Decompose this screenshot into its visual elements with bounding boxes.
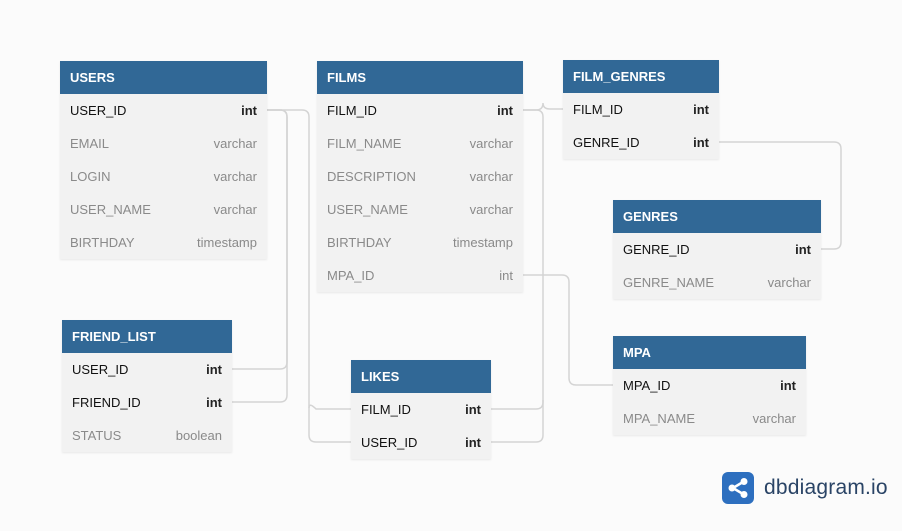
column-row[interactable]: USER_NAME varchar (317, 193, 523, 226)
column-name: USER_ID (70, 103, 127, 118)
column-row[interactable]: EMAIL varchar (60, 127, 267, 160)
column-name: GENRE_NAME (623, 275, 715, 290)
column-row[interactable]: GENRE_NAME varchar (613, 266, 821, 299)
column-row[interactable]: BIRTHDAY timestamp (60, 226, 267, 259)
column-name: FRIEND_ID (72, 395, 141, 410)
column-row[interactable]: STATUS boolean (62, 419, 232, 452)
column-row[interactable]: BIRTHDAY timestamp (317, 226, 523, 259)
table-header[interactable]: FRIEND_LIST (62, 320, 232, 353)
brand-name: dbdiagram.io (764, 476, 888, 499)
column-name: BIRTHDAY (327, 235, 392, 250)
table-header[interactable]: GENRES (613, 200, 821, 233)
column-type: varchar (213, 202, 257, 217)
column-name: FILM_NAME (327, 136, 402, 151)
column-type: varchar (752, 411, 796, 426)
table-header[interactable]: MPA (613, 336, 806, 369)
column-type: boolean (175, 428, 222, 443)
column-name: USER_ID (72, 362, 129, 377)
column-row[interactable]: GENRE_ID int (563, 126, 719, 159)
column-type: varchar (213, 169, 257, 184)
column-type: int (241, 103, 257, 118)
column-type: int (465, 435, 481, 450)
link-films-likes (491, 109, 544, 410)
column-type: int (206, 395, 222, 410)
column-name: FILM_ID (573, 102, 623, 117)
column-row[interactable]: FRIEND_ID int (62, 386, 232, 419)
column-type: varchar (213, 136, 257, 151)
column-row[interactable]: MPA_ID int (317, 259, 523, 292)
column-type: int (693, 135, 709, 150)
table-header[interactable]: FILMS (317, 61, 523, 94)
column-type: int (795, 242, 811, 257)
column-name: DESCRIPTION (327, 169, 416, 184)
link-films-likes-2 (491, 400, 544, 443)
column-row[interactable]: DESCRIPTION varchar (317, 160, 523, 193)
column-name: MPA_ID (623, 378, 671, 393)
column-row[interactable]: MPA_ID int (613, 369, 806, 402)
link-films-likes-filmid (308, 404, 351, 410)
table-header[interactable]: FILM_GENRES (563, 60, 719, 93)
column-name: LOGIN (70, 169, 111, 184)
column-name: FILM_ID (361, 402, 411, 417)
column-name: USER_NAME (70, 202, 151, 217)
column-row[interactable]: LOGIN varchar (60, 160, 267, 193)
link-films-mpa (523, 274, 613, 386)
table-genres[interactable]: GENRES GENRE_ID int GENRE_NAME varchar (613, 200, 821, 299)
column-type: int (465, 402, 481, 417)
column-type: varchar (469, 136, 513, 151)
column-name: USER_NAME (327, 202, 408, 217)
column-name: GENRE_ID (573, 135, 640, 150)
column-name: STATUS (72, 428, 122, 443)
column-row[interactable]: FILM_NAME varchar (317, 127, 523, 160)
column-type: int (780, 378, 796, 393)
column-name: EMAIL (70, 136, 110, 151)
column-type: int (497, 103, 513, 118)
column-name: FILM_ID (327, 103, 377, 118)
column-type: varchar (767, 275, 811, 290)
column-type: int (693, 102, 709, 117)
column-type: varchar (469, 202, 513, 217)
dbdiagram-logo-icon (722, 472, 754, 504)
column-row[interactable]: USER_ID int (60, 94, 267, 127)
link-films-filmgenres (523, 102, 563, 111)
column-row[interactable]: USER_ID int (351, 426, 491, 459)
column-type: int (499, 268, 513, 283)
column-row[interactable]: USER_NAME varchar (60, 193, 267, 226)
link-filmgenres-genres (719, 141, 842, 250)
table-header[interactable]: USERS (60, 61, 267, 94)
column-name: BIRTHDAY (70, 235, 135, 250)
table-mpa[interactable]: MPA MPA_ID int MPA_NAME varchar (613, 336, 806, 435)
column-row[interactable]: FILM_ID int (351, 393, 491, 426)
column-row[interactable]: MPA_NAME varchar (613, 402, 806, 435)
column-row[interactable]: FILM_ID int (317, 94, 523, 127)
table-users[interactable]: USERS USER_ID int EMAIL varchar LOGIN varch… (60, 61, 267, 259)
brand-logo[interactable]: dbdiagram.io (722, 472, 888, 504)
column-name: MPA_ID (327, 268, 375, 283)
column-name: USER_ID (361, 435, 418, 450)
link-users-likes-userid (267, 109, 351, 443)
column-row[interactable]: USER_ID int (62, 353, 232, 386)
column-row[interactable]: GENRE_ID int (613, 233, 821, 266)
column-type: timestamp (197, 235, 257, 250)
column-type: timestamp (453, 235, 513, 250)
column-type: varchar (469, 169, 513, 184)
column-row[interactable]: FILM_ID int (563, 93, 719, 126)
column-type: int (206, 362, 222, 377)
column-name: MPA_NAME (623, 411, 695, 426)
table-header[interactable]: LIKES (351, 360, 491, 393)
column-name: GENRE_ID (623, 242, 690, 257)
